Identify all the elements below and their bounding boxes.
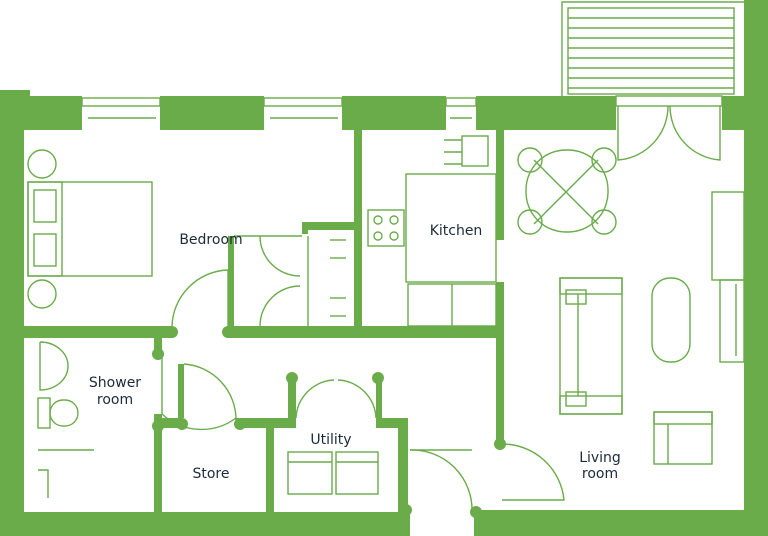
living-room-door	[501, 443, 565, 501]
dining-table	[517, 147, 617, 235]
room-label-kitchen: Kitchen	[429, 223, 483, 239]
room-label-living-2: room	[581, 466, 619, 482]
room-label-utility: Utility	[310, 432, 352, 448]
bedroom-door	[171, 269, 229, 330]
utility-fixtures	[287, 379, 379, 495]
room-label-living-1: Living	[579, 450, 621, 466]
shower-door	[161, 358, 237, 431]
store-door	[183, 363, 237, 421]
room-label-store: Store	[192, 466, 230, 482]
sofa	[559, 277, 623, 415]
bed	[27, 149, 153, 309]
windows	[81, 97, 477, 119]
room-label-shower-1: Shower	[88, 375, 142, 391]
wardrobe	[234, 235, 346, 327]
kitchen-units	[367, 135, 497, 327]
armchair	[653, 411, 713, 465]
french-doors	[615, 95, 723, 161]
room-label-shower-2: room	[96, 392, 134, 408]
balcony	[561, 1, 744, 96]
coffee-table	[651, 277, 691, 363]
room-label-bedroom: Bedroom	[179, 232, 243, 248]
entrance-door	[409, 449, 473, 513]
bathroom-fixtures	[37, 341, 94, 498]
media-units	[711, 191, 745, 363]
fixtures-and-furniture	[27, 1, 745, 513]
